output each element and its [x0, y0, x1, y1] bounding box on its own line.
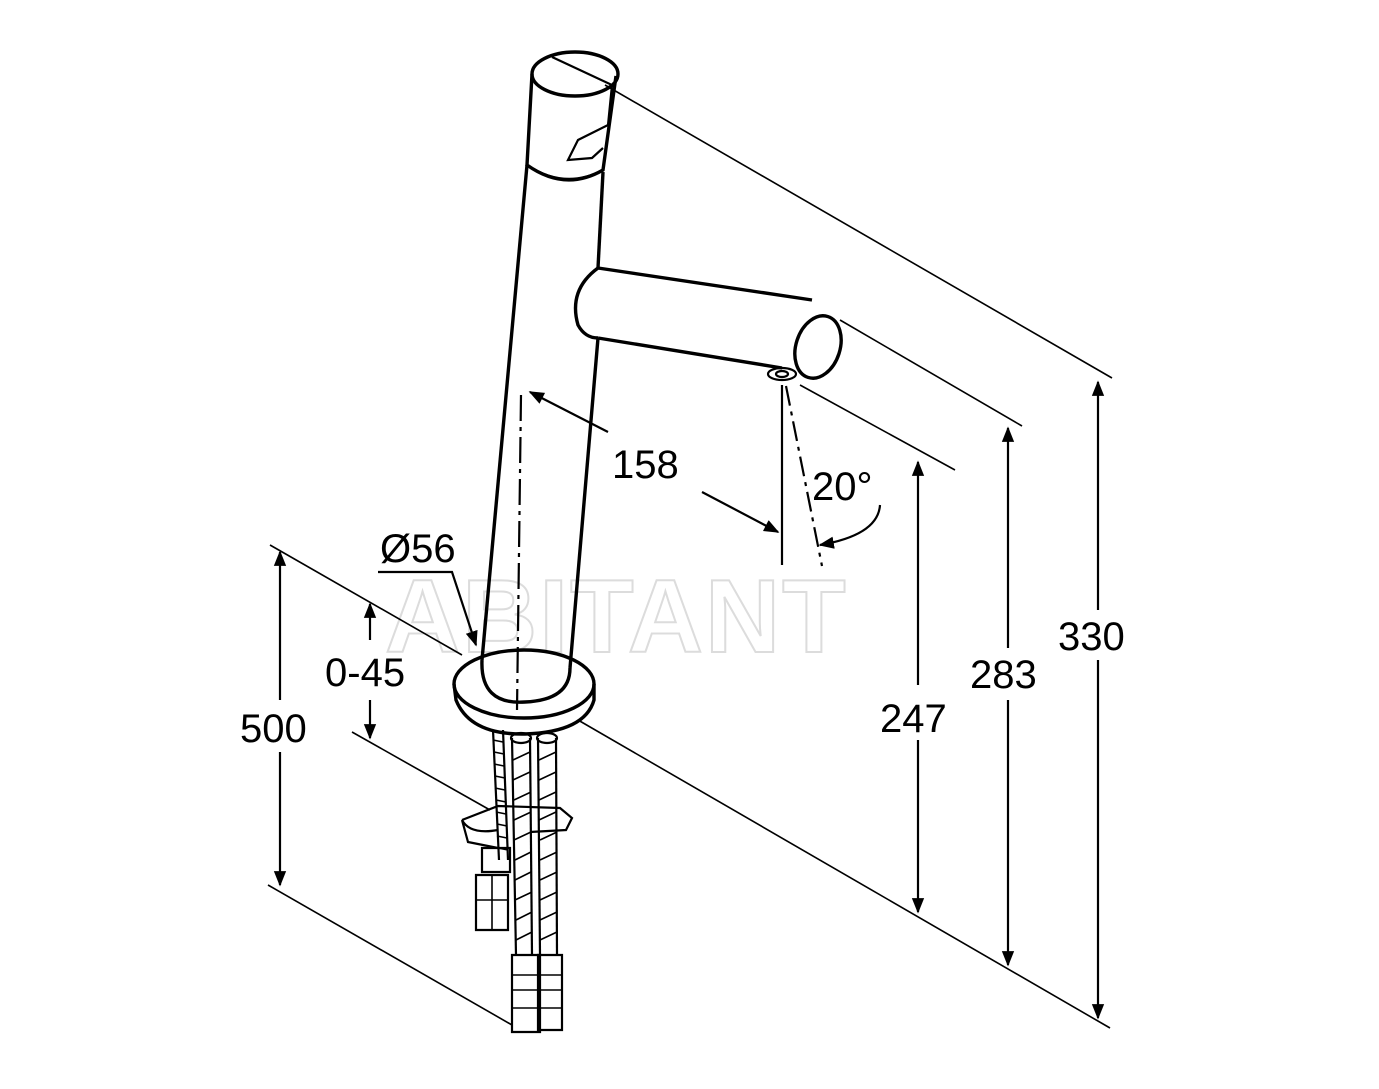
deck-thickness-label: 0-45: [325, 651, 405, 695]
faucet-body: [452, 50, 843, 736]
total-height-dimension: 330: [1058, 380, 1125, 1020]
outlet-height-dimension: 247: [880, 460, 947, 914]
base-diameter-dimension: Ø56: [378, 527, 478, 647]
reach-label: 158: [612, 443, 679, 487]
outlet-height-label: 247: [880, 697, 947, 741]
deck-thickness-dimension: 0-45: [325, 602, 405, 740]
spout-height-label: 283: [970, 653, 1037, 697]
supply-hoses: [460, 729, 574, 1034]
total-height-label: 330: [1058, 615, 1125, 659]
extension-lines: [267, 84, 1113, 1029]
reach-dimension: 158: [528, 391, 780, 533]
base-diameter-label: Ø56: [380, 527, 456, 571]
spout-height-dimension: 283: [970, 426, 1037, 967]
spray-angle-dimension: 20°: [780, 385, 882, 567]
watermark-text: ABITANT: [385, 559, 848, 675]
hose-length-label: 500: [240, 707, 307, 751]
spray-angle-label: 20°: [812, 465, 873, 509]
hose-length-dimension: 500: [240, 550, 307, 887]
